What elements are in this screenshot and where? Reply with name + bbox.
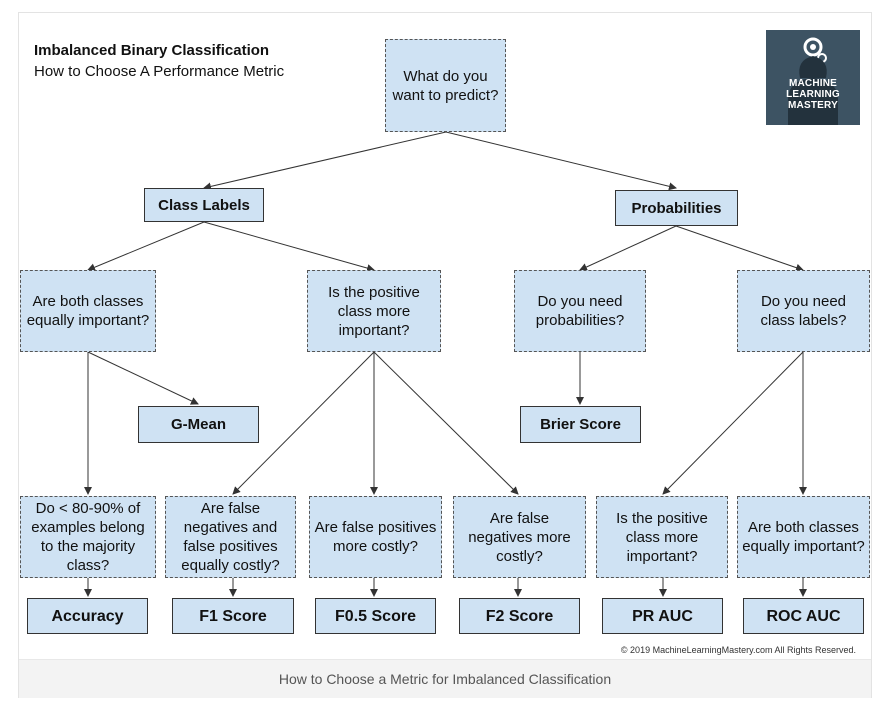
logo-line-2: LEARNING (786, 89, 840, 100)
edge-equal-gmean (87, 351, 199, 405)
node-brier-score: Brier Score (520, 406, 641, 443)
node-q-fp-costly: Are false positives more costly? (309, 496, 442, 578)
node-q-majority: Do < 80-90% of examples belong to the ma… (20, 496, 156, 578)
node-f05-score: F0.5 Score (315, 598, 436, 634)
caption-text: How to Choose a Metric for Imbalanced Cl… (278, 671, 612, 687)
node-f2-score: F2 Score (459, 598, 580, 634)
diagram-subtitle: How to Choose A Performance Metric (34, 63, 285, 80)
edge-needlabels-positive2 (662, 351, 804, 495)
edge-positive-fn (373, 351, 519, 495)
node-root-question: What do you want to predict? (385, 39, 506, 132)
figure-caption: How to Choose a Metric for Imbalanced Cl… (19, 659, 871, 698)
diagram-title: Imbalanced Binary Classification (34, 42, 270, 59)
node-q-need-class-labels: Do you need class labels? (737, 270, 870, 352)
node-accuracy: Accuracy (27, 598, 148, 634)
edge-probabilities-needprob (579, 225, 677, 271)
node-q-fn-fp-equal: Are false negatives and false positives … (165, 496, 296, 578)
edge-positive-fnfp (232, 351, 375, 495)
node-q-equal-2: Are both classes equally important? (737, 496, 870, 578)
node-class-labels: Class Labels (144, 188, 264, 222)
node-q-positive: Is the positive class more important? (307, 270, 441, 352)
logo-line-1: MACHINE (788, 78, 838, 89)
node-roc-auc: ROC AUC (743, 598, 864, 634)
node-q-positive-2: Is the positive class more important? (596, 496, 728, 578)
machine-learning-mastery-logo: MACHINE LEARNING MASTERY (766, 30, 860, 125)
node-probabilities: Probabilities (615, 190, 738, 226)
node-q-equal: Are both classes equally important? (20, 270, 156, 352)
gear-head-icon (788, 37, 838, 125)
copyright-notice: © 2019 MachineLearningMastery.com All Ri… (620, 645, 856, 655)
edge-classlabels-positive (203, 221, 375, 272)
edge-classlabels-equal (87, 221, 205, 272)
edge-root-probabilities (445, 131, 677, 191)
edge-root-classlabels (203, 131, 447, 191)
logo-text: MACHINE LEARNING MASTERY (766, 78, 860, 111)
logo-line-3: MASTERY (788, 100, 838, 111)
node-q-need-probabilities: Do you need probabilities? (514, 270, 646, 352)
edge-probabilities-needlabels (675, 225, 804, 272)
node-gmean: G-Mean (138, 406, 259, 443)
node-f1-score: F1 Score (172, 598, 294, 634)
node-pr-auc: PR AUC (602, 598, 723, 634)
node-q-fn-costly: Are false negatives more costly? (453, 496, 586, 578)
